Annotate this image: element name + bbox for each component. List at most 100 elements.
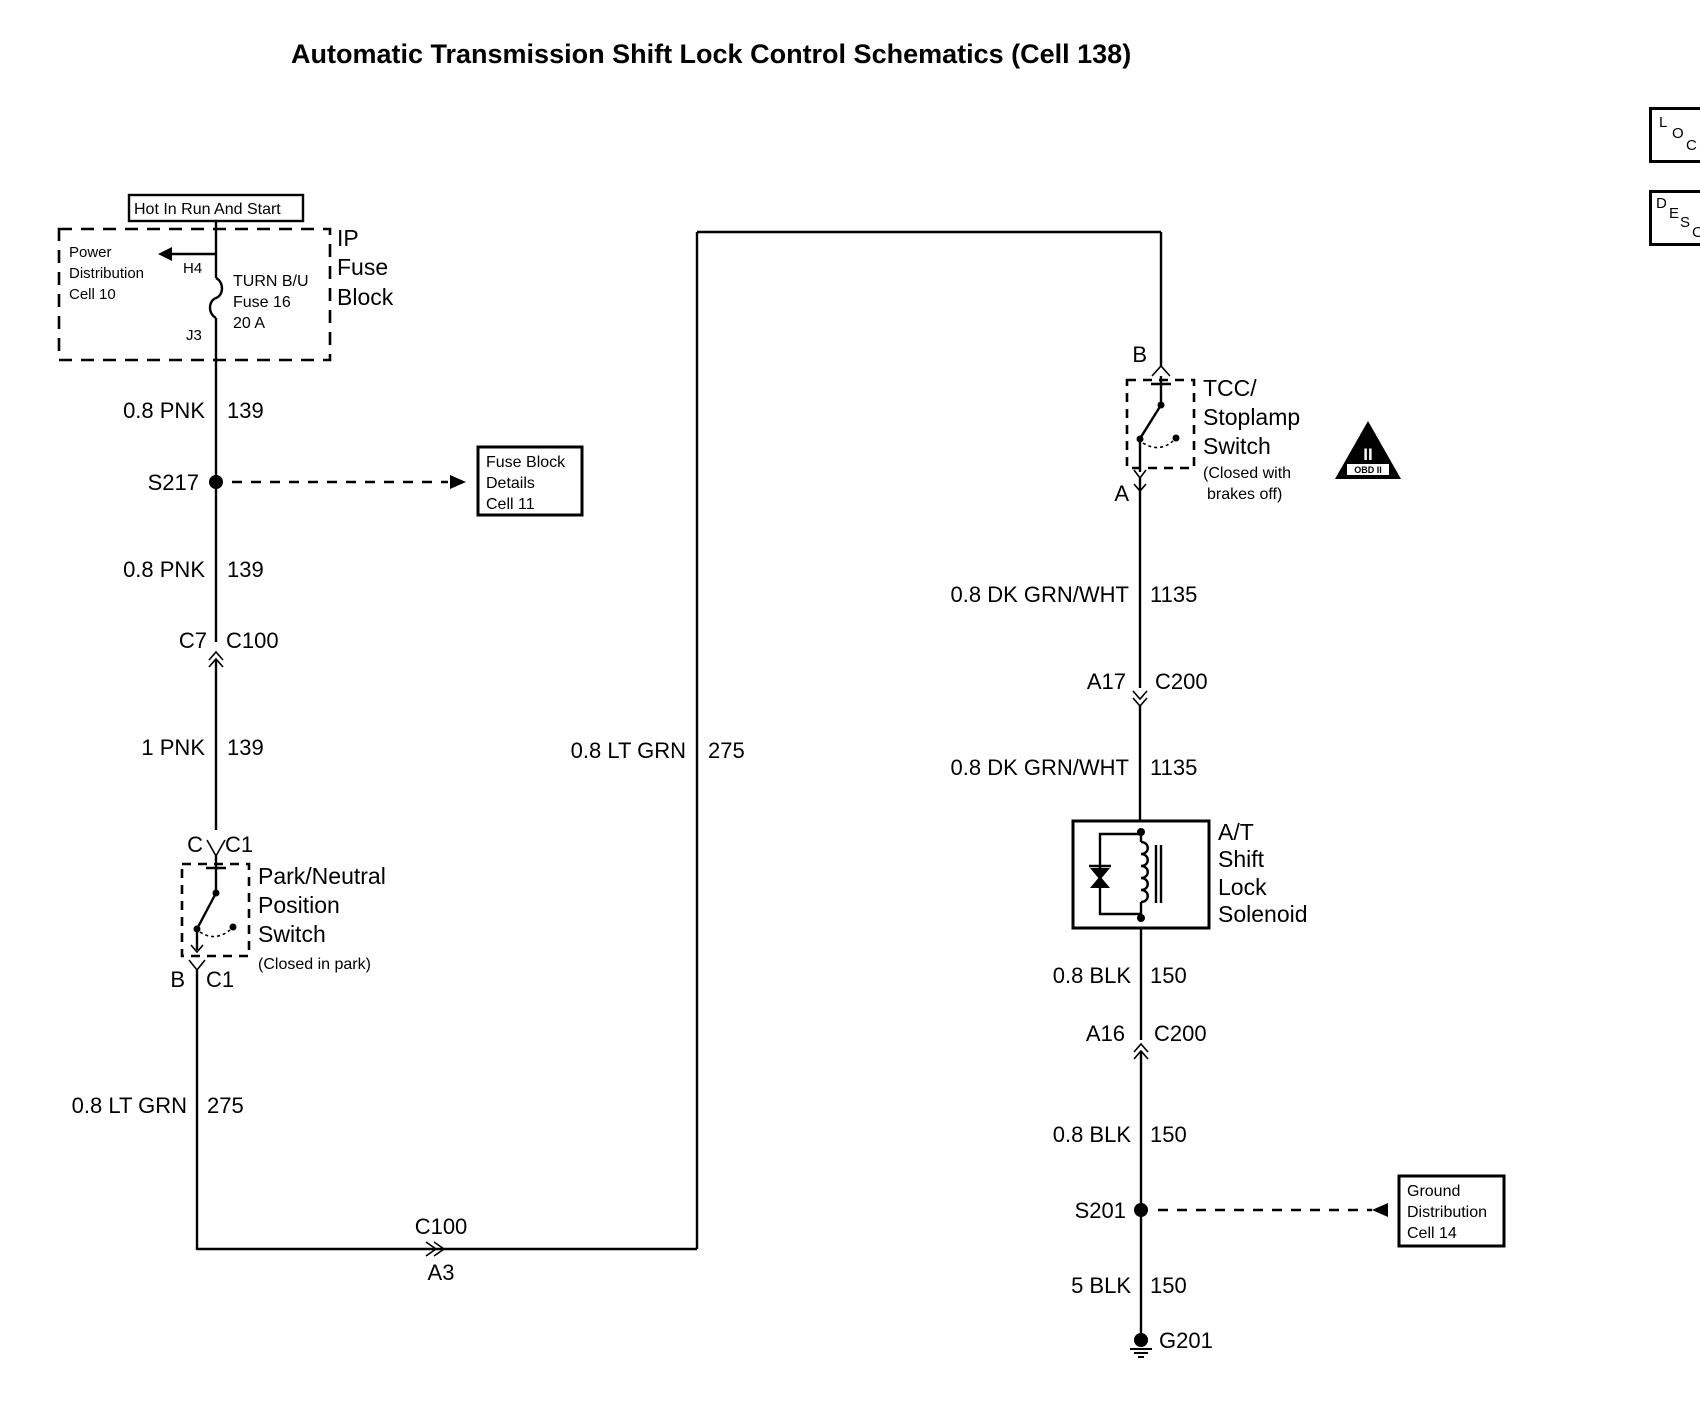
tcc-switch-label: TCC/ xyxy=(1203,375,1257,401)
wire-gauge-label: 0.8 PNK xyxy=(123,398,205,423)
wire-gauge-label: 0.8 DK GRN/WHT xyxy=(951,755,1129,780)
loc-letter: C xyxy=(1686,137,1697,154)
a16-pin-label: A16 xyxy=(1086,1021,1125,1046)
obd-ii-numeral: II xyxy=(1363,445,1372,464)
fuse-block-details-label: Cell 11 xyxy=(486,496,535,513)
c200-a16-connector-symbol xyxy=(1133,1042,1149,1053)
a17-pin-label: A17 xyxy=(1087,669,1126,694)
solenoid-label: Solenoid xyxy=(1218,901,1308,927)
ip-fuse-block-outline xyxy=(57,227,332,362)
wire-gauge-label: 0.8 BLK xyxy=(1053,1122,1132,1147)
c200-bottom-label: C200 xyxy=(1154,1021,1207,1046)
park-neutral-switch-label: Position xyxy=(258,892,340,918)
desc-button[interactable]: D E S C xyxy=(1649,190,1700,246)
ip-fuse-block-label: Fuse xyxy=(337,254,388,280)
c100-connector-label: C100 xyxy=(226,628,279,653)
wire-circuit-label: 150 xyxy=(1150,963,1187,988)
wire-gauge-label: 0.8 BLK xyxy=(1053,963,1132,988)
wire-circuit-label: 139 xyxy=(227,557,264,582)
c200-top-label: C200 xyxy=(1155,669,1208,694)
c100-a3-connector-symbol xyxy=(425,1241,438,1257)
pn-top-connector-symbol xyxy=(206,839,226,858)
tcc-switch-blade xyxy=(1139,404,1163,438)
s217-splice xyxy=(209,475,223,489)
fuse-label: 20 A xyxy=(233,315,265,332)
ground-g201-symbol xyxy=(1134,1333,1148,1347)
solenoid-coil-symbol xyxy=(1140,840,1149,904)
park-neutral-note: (Closed in park) xyxy=(258,956,371,973)
c100-bottom-label: C100 xyxy=(415,1214,468,1239)
wire-circuit-label: 139 xyxy=(227,735,264,760)
wire-circuit-label: 275 xyxy=(708,738,745,763)
fuse-block-details-label: Fuse Block xyxy=(486,454,566,471)
obd-ii-label: OBD II xyxy=(1354,465,1382,475)
tcc-switch-label: Stoplamp xyxy=(1203,404,1300,430)
loc-button[interactable]: L O C xyxy=(1649,107,1700,163)
ground-distribution-box[interactable] xyxy=(1397,1174,1506,1248)
c7-pin-label: C7 xyxy=(179,628,207,653)
ground-distribution-label: Ground xyxy=(1407,1183,1460,1200)
page-title: Automatic Transmission Shift Lock Contro… xyxy=(291,39,1131,69)
wire-gauge-label: 0.8 LT GRN xyxy=(571,738,686,763)
loc-letter: L xyxy=(1659,114,1668,131)
wire-circuit-label: 150 xyxy=(1150,1122,1187,1147)
c100-connector-symbol xyxy=(208,650,224,661)
pn-pin-b-label: B xyxy=(170,967,185,992)
s217-reference-arrow xyxy=(450,475,466,489)
a3-pin-label: A3 xyxy=(428,1260,455,1285)
solenoid-label: A/T xyxy=(1218,819,1254,845)
power-distribution-label: Power xyxy=(69,244,112,261)
s201-splice xyxy=(1134,1203,1148,1217)
s201-label: S201 xyxy=(1075,1198,1126,1223)
pn-pin-c-label: C xyxy=(187,832,203,857)
power-distribution-label: Distribution xyxy=(69,265,144,282)
solenoid-label: Shift xyxy=(1218,846,1265,872)
wire-circuit-label: 150 xyxy=(1150,1273,1187,1298)
diode-symbol xyxy=(1090,868,1110,880)
fuse-label: TURN B/U xyxy=(233,273,309,290)
wire-gauge-label: 1 PNK xyxy=(141,735,205,760)
tcc-pin-a-label: A xyxy=(1114,481,1129,506)
ip-fuse-block-label: Block xyxy=(337,284,394,310)
fuse-label: Fuse 16 xyxy=(233,294,291,311)
park-neutral-switch-blade xyxy=(196,892,218,928)
tcc-switch-note: (Closed with xyxy=(1203,465,1291,482)
h4-pin: H4 xyxy=(183,260,202,277)
wire-gauge-label: 0.8 PNK xyxy=(123,557,205,582)
tcc-pin-b-label: B xyxy=(1132,342,1147,367)
c200-a17-connector-symbol xyxy=(1132,690,1148,701)
wire-gauge-label: 5 BLK xyxy=(1071,1273,1131,1298)
s201-reference-arrow xyxy=(1372,1203,1388,1217)
j3-pin: J3 xyxy=(186,327,202,344)
wire-gauge-label: 0.8 LT GRN xyxy=(72,1093,187,1118)
wire-circuit-label: 1135 xyxy=(1150,582,1197,607)
wire-circuit-label: 1135 xyxy=(1150,755,1197,780)
park-neutral-switch-label: Switch xyxy=(258,921,326,947)
power-dist-arrowhead xyxy=(158,247,172,261)
fuse-symbol xyxy=(208,276,224,320)
ip-fuse-block-label: IP xyxy=(337,225,359,251)
desc-letter: C xyxy=(1692,224,1700,241)
g201-label: G201 xyxy=(1159,1328,1213,1353)
tcc-top-connector-symbol xyxy=(1151,364,1171,377)
wire-circuit-label: 139 xyxy=(227,398,264,423)
desc-letter: E xyxy=(1669,205,1680,222)
pn-connector-c1-label: C1 xyxy=(206,967,234,992)
hot-in-run-label: Hot In Run And Start xyxy=(134,201,281,218)
park-neutral-switch-label: Park/Neutral xyxy=(258,863,386,889)
pn-bottom-connector-symbol xyxy=(188,959,206,972)
ground-distribution-label: Cell 14 xyxy=(1407,1225,1457,1242)
wire-circuit-label: 275 xyxy=(207,1093,244,1118)
fuse-block-details-label: Details xyxy=(486,475,535,492)
fuse-block-details-box[interactable] xyxy=(476,445,584,517)
tcc-switch-label: Switch xyxy=(1203,433,1271,459)
s217-label: S217 xyxy=(148,470,199,495)
desc-letter: D xyxy=(1656,195,1667,212)
wire-gauge-label: 0.8 DK GRN/WHT xyxy=(951,582,1129,607)
desc-letter: S xyxy=(1680,214,1691,231)
loc-letter: O xyxy=(1672,125,1684,142)
ground-distribution-label: Distribution xyxy=(1407,1204,1487,1221)
pn-connector-c1-label: C1 xyxy=(225,832,253,857)
power-distribution-label: Cell 10 xyxy=(69,286,116,303)
